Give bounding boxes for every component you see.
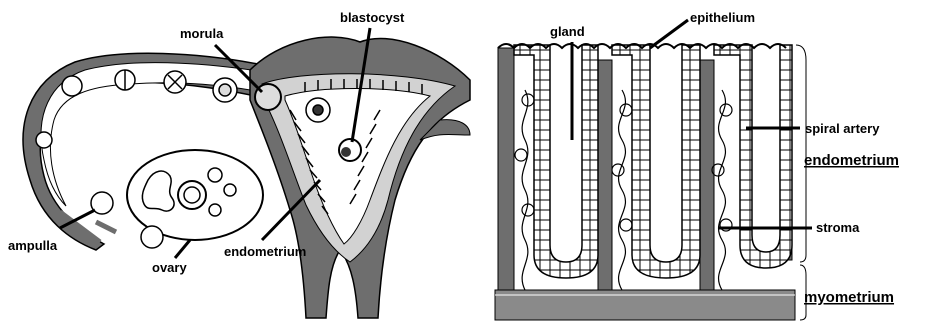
- ovary-pointer: [175, 240, 190, 258]
- label-morula: morula: [180, 26, 224, 41]
- label-ampulla: ampulla: [8, 238, 58, 253]
- follicle: [224, 184, 236, 196]
- follicle: [209, 204, 221, 216]
- uterus-illustration: morula blastocyst ampulla ovary endometr…: [8, 10, 470, 318]
- endometrium-section: gland epithelium spiral artery endometri…: [495, 10, 899, 320]
- label-ovary: ovary: [152, 260, 187, 275]
- blastocyst-icm: [341, 147, 351, 157]
- label-endometrium-left: endometrium: [224, 244, 306, 259]
- label-stroma: stroma: [816, 220, 860, 235]
- label-blastocyst: blastocyst: [340, 10, 405, 25]
- label-endometrium-right: endometrium: [804, 152, 899, 169]
- label-myometrium: myometrium: [804, 289, 894, 306]
- label-gland: gland: [550, 24, 585, 39]
- follicle: [208, 168, 222, 182]
- label-spiral-artery: spiral artery: [805, 121, 880, 136]
- label-epithelium: epithelium: [690, 10, 755, 25]
- follicle: [184, 187, 200, 203]
